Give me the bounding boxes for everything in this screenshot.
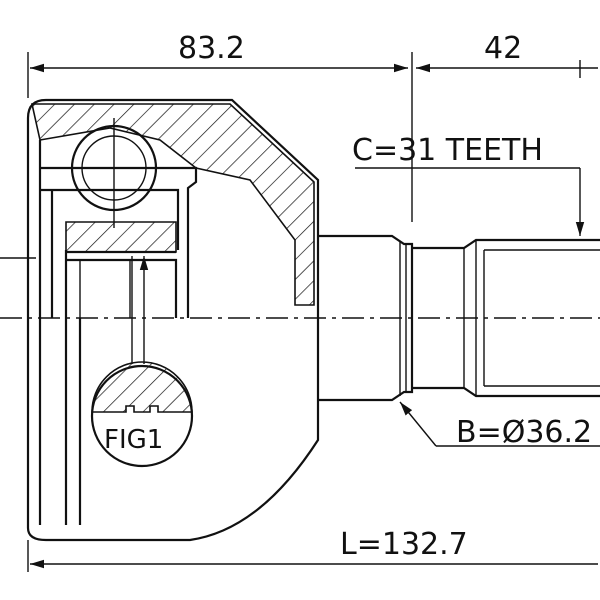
fig1-detail: FIG1 [90,256,194,468]
dimension-shaft-length: 42 [416,31,598,78]
housing-length-label: 83.2 [178,31,245,66]
shaft-length-label: 42 [484,31,522,66]
seal-diameter-label: B=Ø36.2 [456,415,592,450]
fig1-label: FIG1 [104,425,163,455]
dimension-housing-length: 83.2 [27,31,413,222]
joint-housing [26,98,320,542]
dimension-seal-diameter: B=Ø36.2 [399,401,600,450]
dimension-spline-teeth: C=31 TEETH [352,133,585,236]
inner-race-section [40,118,198,318]
dimension-overall-length: L=132.7 [27,527,598,572]
overall-length-label: L=132.7 [340,527,468,562]
spline-teeth-label: C=31 TEETH [352,133,543,168]
